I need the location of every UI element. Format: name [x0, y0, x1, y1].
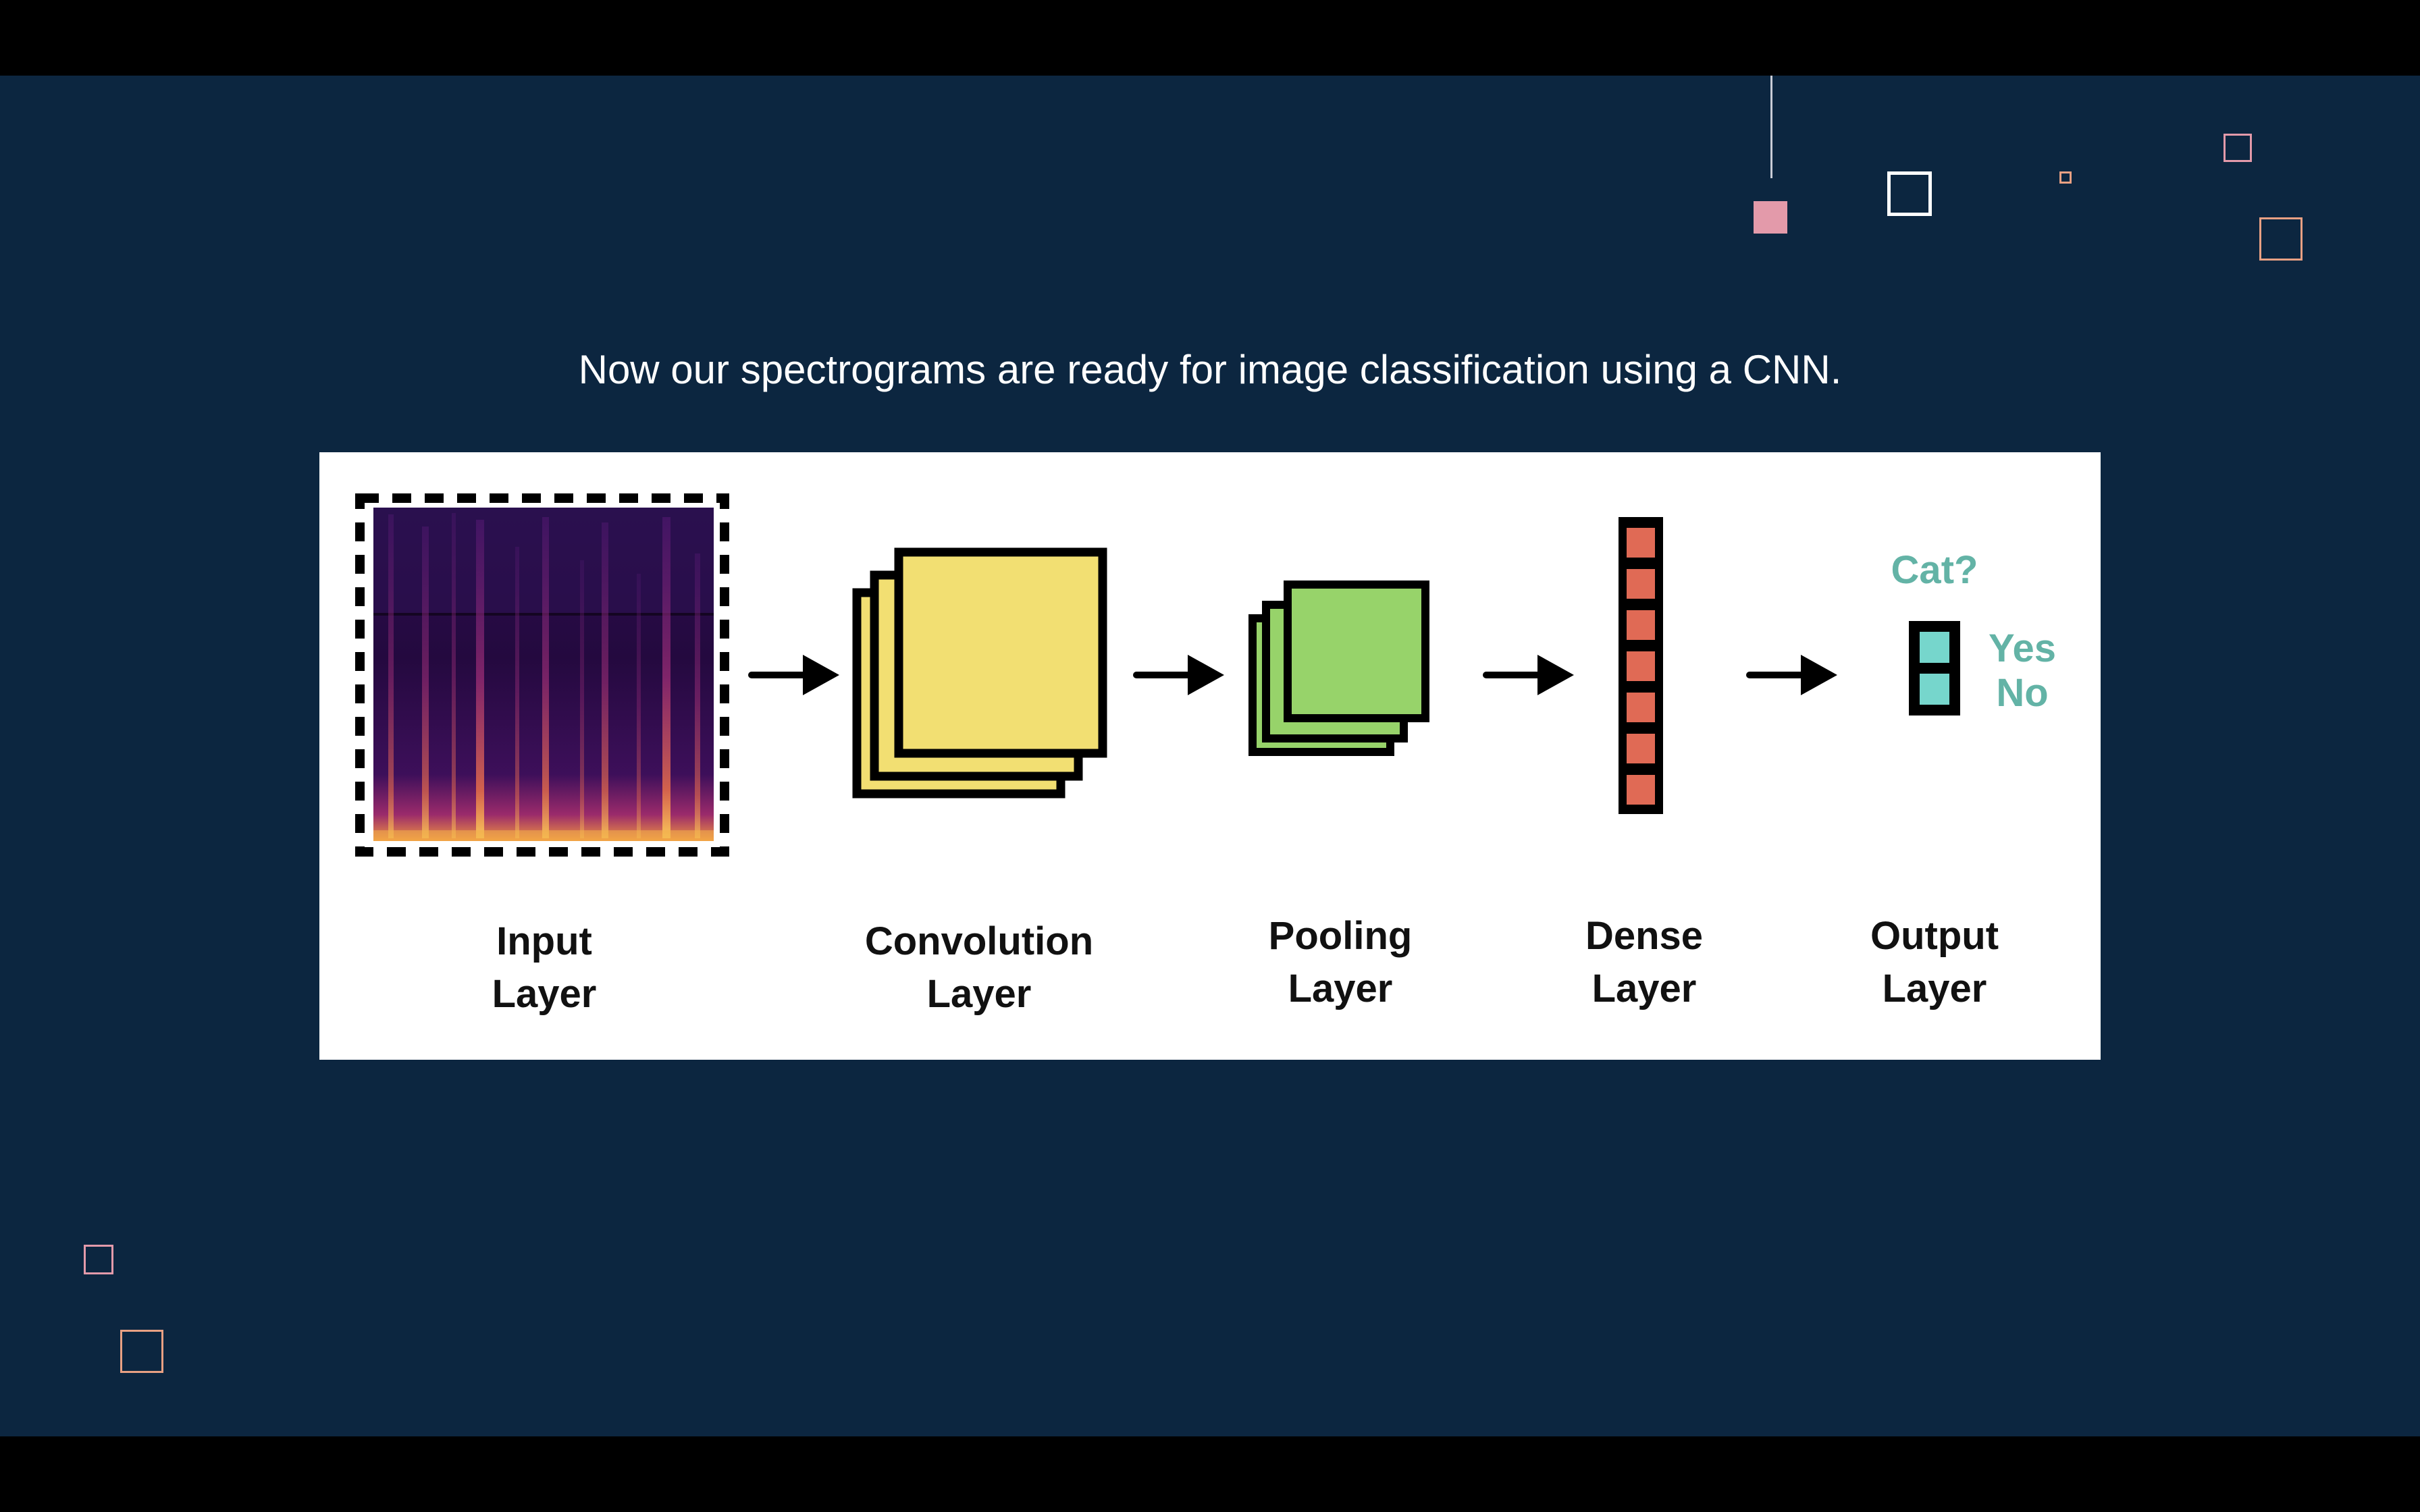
input-layer-graphic: [355, 493, 729, 857]
dense-neuron: [1627, 610, 1655, 640]
decor-salmon-square-top: [2259, 217, 2303, 261]
decor-pink-square: [1754, 201, 1787, 234]
pooling-layer-label: Pooling Layer: [1192, 910, 1489, 1015]
label-line: Layer: [492, 972, 597, 1016]
output-question: Cat?: [1891, 548, 1978, 592]
label-line: Layer: [926, 972, 1032, 1016]
convolution-feature-map: [894, 547, 1107, 758]
spectrogram-image: [373, 508, 714, 841]
pooling-feature-map: [1284, 580, 1429, 722]
dense-neuron: [1627, 528, 1655, 558]
dense-neuron: [1627, 651, 1655, 681]
output-layer-label: Output Layer: [1786, 910, 2083, 1015]
label-line: Input: [496, 919, 592, 963]
label-line: Dense: [1585, 914, 1704, 958]
arrow-right-icon: [1133, 655, 1224, 695]
slide: Now our spectrograms are ready for image…: [0, 76, 2420, 1436]
decor-tiny-square: [2059, 171, 2072, 184]
label-line: Output: [1870, 914, 1999, 958]
decor-pink-outline-square: [2224, 134, 2252, 162]
label-line: Layer: [1592, 967, 1697, 1010]
decor-white-square: [1887, 171, 1932, 216]
decor-salmon-square-bottom: [120, 1330, 163, 1373]
label-line: Layer: [1882, 967, 1987, 1010]
dense-neuron: [1627, 693, 1655, 722]
input-layer-label: Input Layer: [396, 915, 693, 1021]
arrow-right-icon: [1746, 655, 1837, 695]
label-line: Convolution: [864, 919, 1094, 963]
output-neuron-yes: [1920, 632, 1949, 663]
label-line: Pooling: [1268, 914, 1413, 958]
cnn-diagram-graphic: Cat? Yes No: [355, 493, 2056, 857]
decor-vertical-line: [1770, 76, 1772, 178]
slide-caption: Now our spectrograms are ready for image…: [578, 347, 1842, 392]
label-line: Layer: [1288, 967, 1393, 1010]
output-layer-graphic: Cat? Yes No: [1891, 548, 2056, 716]
output-yes-label: Yes: [1989, 626, 2056, 670]
arrow-right-icon: [1483, 655, 1574, 695]
cnn-diagram: Cat? Yes No Input Layer Convolution Laye…: [319, 452, 2101, 1060]
dense-neuron: [1627, 569, 1655, 599]
dense-layer-label: Dense Layer: [1496, 910, 1793, 1015]
dense-neuron: [1627, 775, 1655, 805]
pooling-layer-graphic: [1248, 580, 1429, 756]
decor-pink-square-bottom: [84, 1245, 113, 1274]
dense-neuron: [1627, 734, 1655, 763]
arrow-right-icon: [748, 655, 839, 695]
output-neuron-no: [1920, 674, 1949, 705]
output-no-label: No: [1996, 671, 2048, 715]
convolution-layer-label: Convolution Layer: [831, 915, 1128, 1021]
dense-layer-graphic: [1619, 517, 1663, 814]
convolution-layer-graphic: [852, 547, 1107, 799]
